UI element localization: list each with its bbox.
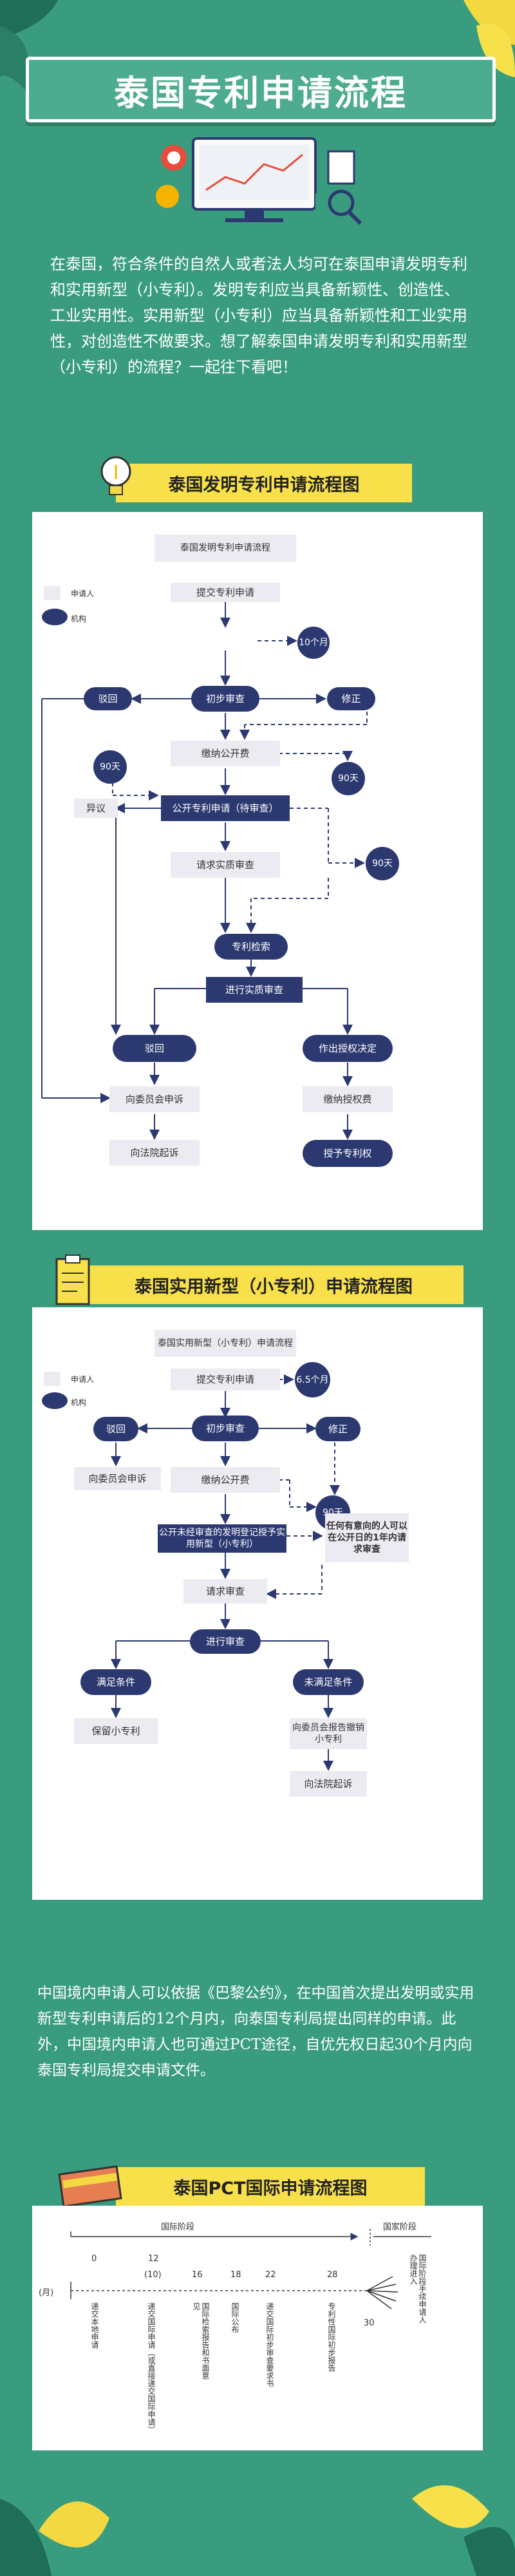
node-patent-search: 专利检索 — [214, 934, 288, 960]
phase-international: 国际阶段 — [161, 2222, 195, 2232]
title-banner: 泰国专利申请流程 — [26, 57, 496, 122]
node-90-days-a: 90天 — [93, 750, 127, 784]
section1-banner-text: 泰国发明专利申请流程图 — [168, 475, 360, 495]
node2-conditions-not-met: 未满足条件 — [293, 1669, 364, 1695]
legend-applicant-label-2: 申请人 — [71, 1375, 95, 1384]
month-label: (月) — [39, 2288, 54, 2298]
leaf-decoration — [39, 2501, 109, 2548]
tick-28: 28 — [327, 2270, 338, 2280]
legend-applicant-swatch-2 — [44, 1372, 61, 1386]
step-national-entry: 国际阶段手续申请人办理进入 — [409, 2254, 427, 2324]
step-local-filing: 递交本地申请 — [90, 2302, 99, 2349]
lightbulb-icon — [100, 456, 131, 495]
tick-16: 16 — [192, 2270, 203, 2280]
section3-panel: 国际阶段 国家阶段 (月) 0 12 (10) 16 18 22 28 30 递… — [32, 2206, 483, 2450]
node2-publish-grant: 公开未经审查的发明登记授予实用新型（小专利） — [158, 1524, 286, 1553]
clipboard-icon — [55, 1255, 90, 1305]
node2-publication-fee: 缴纳公开费 — [171, 1467, 280, 1493]
hero-illustration — [156, 137, 362, 225]
book-icon — [58, 2165, 122, 2208]
tick-12: 12 — [148, 2254, 159, 2264]
legend-applicant-label: 申请人 — [71, 589, 95, 598]
step-search-report: 国际检索报告和书面意见 — [192, 2302, 210, 2380]
leaf-decoration — [464, 2527, 515, 2576]
node-90-days-c: 90天 — [366, 847, 399, 880]
node-grant-decision: 作出授权决定 — [303, 1035, 393, 1062]
section3-banner: 泰国PCT国际申请流程图 — [116, 2167, 425, 2206]
step-intl-publication: 国际公布 — [230, 2302, 239, 2333]
node-substantive-exam: 进行实质审查 — [206, 977, 303, 1003]
pct-paragraph: 中国境内申请人可以依据《巴黎公约》，在中国首次提出发明或实用新型专利申请后的12… — [37, 1985, 474, 2079]
node-court: 向法院起诉 — [109, 1140, 200, 1166]
pct-timeline — [70, 2229, 431, 2309]
node-publication-fee: 缴纳公开费 — [171, 741, 280, 766]
node2-exam: 进行审查 — [190, 1629, 261, 1654]
tick-18: 18 — [230, 2270, 241, 2280]
leaf-decoration — [412, 2485, 489, 2528]
node2-6-5-months: 6.5个月 — [295, 1362, 330, 1397]
node-reject-2: 驳回 — [113, 1035, 196, 1062]
node-90-days-b: 90天 — [332, 762, 365, 795]
node-amend: 修正 — [327, 687, 375, 710]
leaf-decoration — [476, 23, 515, 77]
node-appeal-committee: 向委员会申诉 — [109, 1086, 200, 1112]
node-reject: 驳回 — [84, 687, 132, 710]
node2-request-exam: 请求审查 — [183, 1579, 267, 1604]
tick-30: 30 — [364, 2318, 375, 2328]
legend-agency-swatch-2 — [42, 1392, 68, 1409]
node-prelim-exam: 初步审查 — [191, 686, 259, 712]
node-10-months: 10个月 — [297, 627, 330, 659]
node2-prelim-exam: 初步审查 — [192, 1416, 259, 1441]
step-exam-demand: 递交国际初步审查要求书 — [265, 2302, 274, 2387]
section3-banner-text: 泰国PCT国际申请流程图 — [173, 2178, 368, 2199]
node-publish-application: 公开专利申请（待审查） — [161, 795, 290, 821]
node2-conditions-met: 满足条件 — [80, 1669, 151, 1695]
node2-court: 向法院起诉 — [290, 1771, 367, 1797]
tick-22: 22 — [265, 2270, 276, 2280]
leaf-decoration — [0, 26, 29, 90]
node-grant-patent: 授予专利权 — [303, 1140, 393, 1167]
node2-submit: 提交专利申请 — [171, 1368, 280, 1390]
page-title: 泰国专利申请流程 — [114, 72, 407, 113]
node2-appeal: 向委员会申诉 — [74, 1467, 161, 1490]
section1-banner: 泰国发明专利申请流程图 — [116, 464, 412, 502]
section2-panel: 泰国实用新型（小专利）申请流程 申请人 机构 提交专利申请 6.5个月 驳回 初… — [32, 1307, 483, 1900]
step-prelim-report: 专利性国际初步报告 — [327, 2302, 336, 2372]
legend-agency-label: 机构 — [71, 614, 87, 623]
leaf-decoration — [0, 0, 58, 39]
flow-title-2: 泰国实用新型（小专利）申请流程 — [154, 1330, 296, 1357]
node2-keep-patent: 保留小专利 — [74, 1718, 158, 1744]
section2-connectors — [111, 1374, 340, 1771]
node2-reject: 驳回 — [93, 1417, 138, 1441]
tick-0: 0 — [91, 2254, 97, 2264]
legend-agency-label-2: 机构 — [71, 1398, 87, 1407]
node-grant-fee: 缴纳授权费 — [303, 1086, 393, 1112]
flow-title: 泰国发明专利申请流程 — [154, 535, 296, 562]
node2-amend: 修正 — [315, 1417, 360, 1441]
legend-agency-swatch — [42, 609, 68, 625]
step-intl-filing: 递交国际申请（或直接递交国际申请） — [147, 2302, 156, 2434]
section1-panel: 泰国发明专利申请流程 申请人 机构 提交专利申请 10个月 驳回 初步审查 修正… — [32, 512, 483, 1230]
node2-report-revoke: 向委员会报告撤销小专利 — [290, 1718, 367, 1749]
tick-10: (10) — [144, 2270, 162, 2280]
node-request-substantive: 请求实质审查 — [171, 852, 280, 878]
node-objection: 异议 — [74, 799, 118, 818]
legend-applicant-swatch — [44, 586, 61, 600]
node-submit: 提交专利申请 — [171, 583, 280, 602]
intro-paragraph: 在泰国，符合条件的自然人或者法人均可在泰国申请发明专利和实用新型（小专利）。发明… — [50, 255, 467, 376]
leaf-decoration — [0, 2499, 52, 2576]
section2-banner: 泰国实用新型（小专利）申请流程图 — [84, 1265, 464, 1304]
phase-national: 国家阶段 — [383, 2222, 417, 2232]
node2-anyone-request: 任何有意向的人可以在公开日的1年内请求审查 — [325, 1513, 409, 1562]
section2-banner-text: 泰国实用新型（小专利）申请流程图 — [135, 1276, 413, 1297]
